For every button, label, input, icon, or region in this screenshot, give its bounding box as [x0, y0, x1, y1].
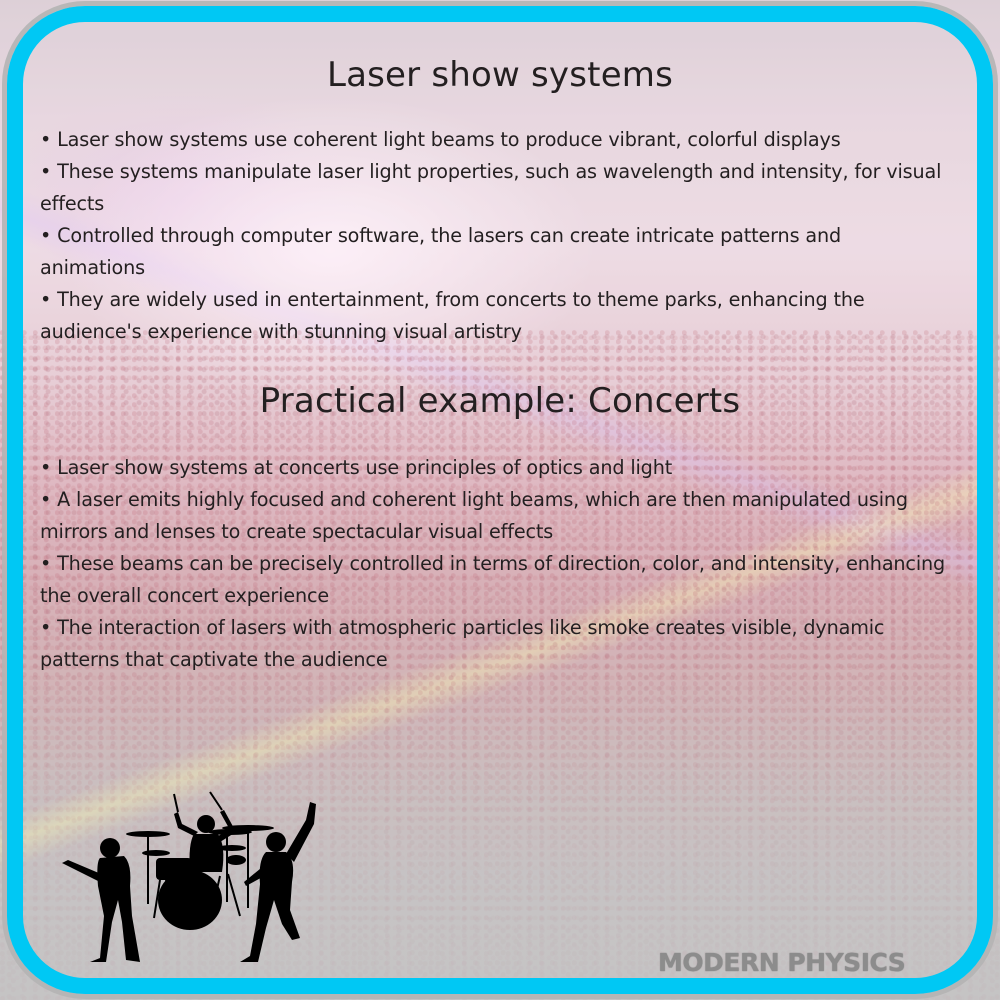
brand-watermark: MODERN PHYSICS: [658, 948, 906, 977]
rock-band-silhouette-icon: [62, 791, 316, 962]
section-title-practical-example: Practical example: Concerts: [259, 381, 741, 421]
list-item: • Laser show systems at concerts use pri…: [40, 456, 673, 479]
section-title-laser-show-systems: Laser show systems: [326, 55, 674, 95]
list-item: • These beams can be precisely controlle…: [40, 552, 946, 607]
list-item: • They are widely used in entertainment,…: [40, 288, 865, 343]
bullet-list-practical-example: • Laser show systems at concerts use pri…: [40, 452, 950, 676]
list-item: • A laser emits highly focused and coher…: [40, 488, 908, 543]
card-frame: [7, 6, 993, 994]
bullet-list-laser-show-systems: • Laser show systems use coherent light …: [40, 124, 950, 348]
list-item: • These systems manipulate laser light p…: [40, 160, 942, 215]
list-item: • The interaction of lasers with atmosph…: [40, 616, 885, 671]
list-item: • Controlled through computer software, …: [40, 224, 842, 279]
list-item: • Laser show systems use coherent light …: [40, 128, 841, 151]
